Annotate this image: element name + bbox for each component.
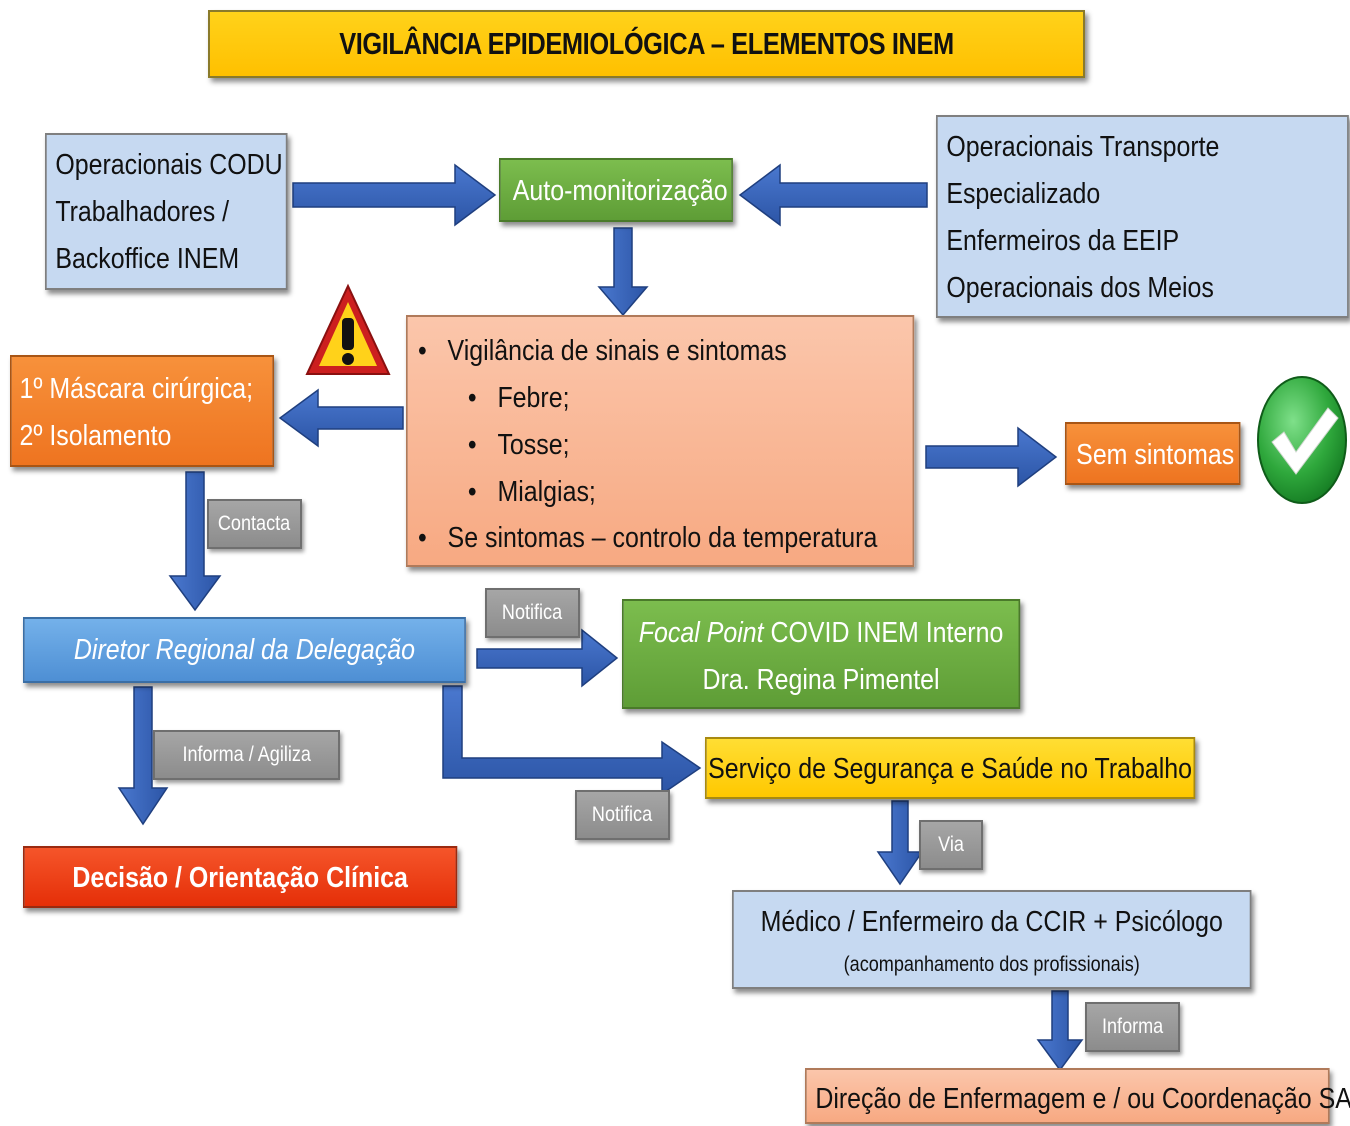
notifica-text: Notifica [502, 601, 563, 624]
arrow-diretor-to-servico [442, 685, 702, 796]
item-label: Febre; [497, 382, 570, 414]
informa-agiliza-label: Informa / Agiliza [153, 730, 340, 780]
diretor-label: Diretor Regional da Delegação [73, 634, 415, 666]
focal-line-2: Dra. Regina Pimentel [702, 664, 940, 696]
focal-point-box: Focal Point COVID INEM Interno Dra. Regi… [622, 599, 1021, 709]
informa-text: Informa [1101, 1015, 1164, 1038]
transport-line-4: Operacionais dos Meios [946, 272, 1214, 304]
vigilancia-bullet-last: • Se sintomas – controlo da temperatura [418, 522, 877, 555]
notifica-label-focal: Notifica [485, 588, 580, 638]
transport-line-3: Enfermeiros da EEIP [946, 225, 1180, 257]
codu-line-2: Trabalhadores / [55, 196, 230, 228]
sem-sintomas-label: Sem sintomas [1076, 439, 1235, 471]
title-box: VIGILÂNCIA EPIDEMIOLÓGICA – ELEMENTOS IN… [208, 10, 1085, 78]
item-label: Tosse; [497, 429, 570, 461]
vigilancia-item-tosse: • Tosse; [468, 429, 570, 462]
transport-line-1: Operacionais Transporte [946, 131, 1220, 163]
arrow-transport-to-auto [738, 163, 928, 227]
medico-box: Médico / Enfermeiro da CCIR + Psicólogo … [732, 890, 1252, 989]
bullet-dot: • [467, 382, 498, 414]
via-label: Via [919, 820, 983, 870]
focal-italic: Focal Point [638, 617, 764, 649]
bullet-dot: • [418, 335, 448, 367]
codu-box: Operacionais CODU Trabalhadores / Backof… [45, 133, 288, 290]
bullet-dot: • [418, 522, 448, 554]
notifica-label-servico: Notifica [575, 790, 670, 840]
transport-box: Operacionais Transporte Especializado En… [936, 115, 1349, 318]
contacta-text: Contacta [218, 512, 291, 535]
mascara-line-2: 2º Isolamento [19, 420, 172, 452]
mascara-box: 1º Máscara cirúrgica; 2º Isolamento [10, 355, 275, 467]
vigilancia-last: Se sintomas – controlo da temperatura [447, 522, 878, 554]
diretor-box: Diretor Regional da Delegação [23, 617, 466, 683]
arrow-servico-to-medico [876, 800, 924, 886]
arrow-diretor-to-decisao [117, 686, 169, 826]
mascara-line-1: 1º Máscara cirúrgica; [19, 373, 254, 405]
contacta-label: Contacta [207, 499, 302, 549]
arrow-auto-to-vigilancia [597, 227, 649, 317]
arrow-vigilancia-to-sem-sintomas [925, 426, 1058, 488]
transport-line-2: Especializado [946, 178, 1101, 210]
via-text: Via [938, 833, 964, 856]
vigilancia-bullet-main: • Vigilância de sinais e sintomas [418, 335, 787, 368]
bullet-dot: • [467, 429, 498, 461]
arrow-vigilancia-to-mascara [278, 388, 404, 448]
vigilancia-item-febre: • Febre; [468, 382, 570, 415]
informa-agiliza-text: Informa / Agiliza [182, 743, 311, 766]
direcao-box: Direção de Enfermagem e / ou Coordenação… [805, 1068, 1350, 1124]
sem-sintomas-box: Sem sintomas [1065, 422, 1241, 485]
focal-rest: COVID INEM Interno [763, 617, 1004, 649]
page-title: VIGILÂNCIA EPIDEMIOLÓGICA – ELEMENTOS IN… [339, 26, 954, 61]
bullet-dot: • [467, 476, 498, 508]
servico-label: Serviço de Segurança e Saúde no Trabalho [708, 753, 1193, 785]
warning-triangle-icon [305, 283, 391, 375]
auto-monitorizacao-label: Auto-monitorização [512, 175, 728, 207]
focal-line-1: Focal Point COVID INEM Interno [624, 617, 1019, 650]
codu-line-3: Backoffice INEM [55, 243, 240, 275]
arrow-codu-to-auto [292, 163, 497, 227]
green-check-icon [1257, 376, 1347, 504]
arrow-medico-to-direcao [1036, 990, 1084, 1072]
decisao-box: Decisão / Orientação Clínica [23, 846, 458, 908]
direcao-label: Direção de Enfermagem e / ou Coordenação… [815, 1083, 1350, 1115]
item-label: Mialgias; [497, 476, 596, 508]
vigilancia-box: • Vigilância de sinais e sintomas • Febr… [406, 315, 915, 567]
servico-box: Serviço de Segurança e Saúde no Trabalho [705, 737, 1196, 799]
medico-line-2: (acompanhamento dos profissionais) [843, 953, 1140, 976]
auto-monitorizacao-box: Auto-monitorização [499, 158, 733, 222]
notifica-text: Notifica [592, 803, 653, 826]
vigilancia-item-mialgias: • Mialgias; [468, 476, 596, 509]
arrow-mascara-to-diretor [168, 471, 222, 612]
vigilancia-main: Vigilância de sinais e sintomas [447, 335, 787, 367]
medico-line-1: Médico / Enfermeiro da CCIR + Psicólogo [760, 906, 1223, 938]
codu-line-1: Operacionais CODU [55, 149, 283, 181]
informa-label: Informa [1085, 1002, 1180, 1052]
decisao-label: Decisão / Orientação Clínica [72, 862, 408, 894]
arrow-diretor-to-focal [476, 628, 619, 688]
